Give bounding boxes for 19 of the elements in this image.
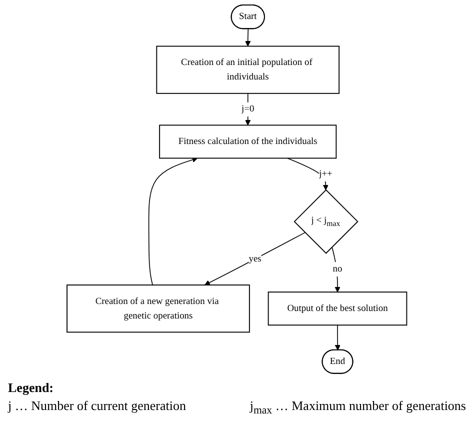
legend-heading: Legend: <box>8 380 54 396</box>
arrow <box>245 93 251 126</box>
node-diamond: j < j$_{max}$ <box>294 189 358 254</box>
edge-label: no <box>332 264 342 274</box>
legend-entry: j$_{max}$ … Maximum number of generations <box>250 398 466 417</box>
edge-label: j++ <box>319 168 332 179</box>
arrow <box>332 246 340 292</box>
edge-label: yes <box>248 254 262 264</box>
arrow <box>335 324 341 350</box>
node-box: Creation of a new generation via genetic operations <box>66 284 250 333</box>
arrow <box>148 157 198 286</box>
arrow <box>204 232 306 286</box>
legend-entry: j … Number of current generation <box>8 398 186 416</box>
node-box: Fitness calculation of the individuals <box>159 124 337 159</box>
arrow <box>245 28 251 46</box>
edge-label: j=0 <box>242 104 254 114</box>
arrow <box>287 158 329 190</box>
node-box: Creation of an initial population of individuals <box>156 46 340 94</box>
node-box: Output of the best solution <box>268 292 408 326</box>
